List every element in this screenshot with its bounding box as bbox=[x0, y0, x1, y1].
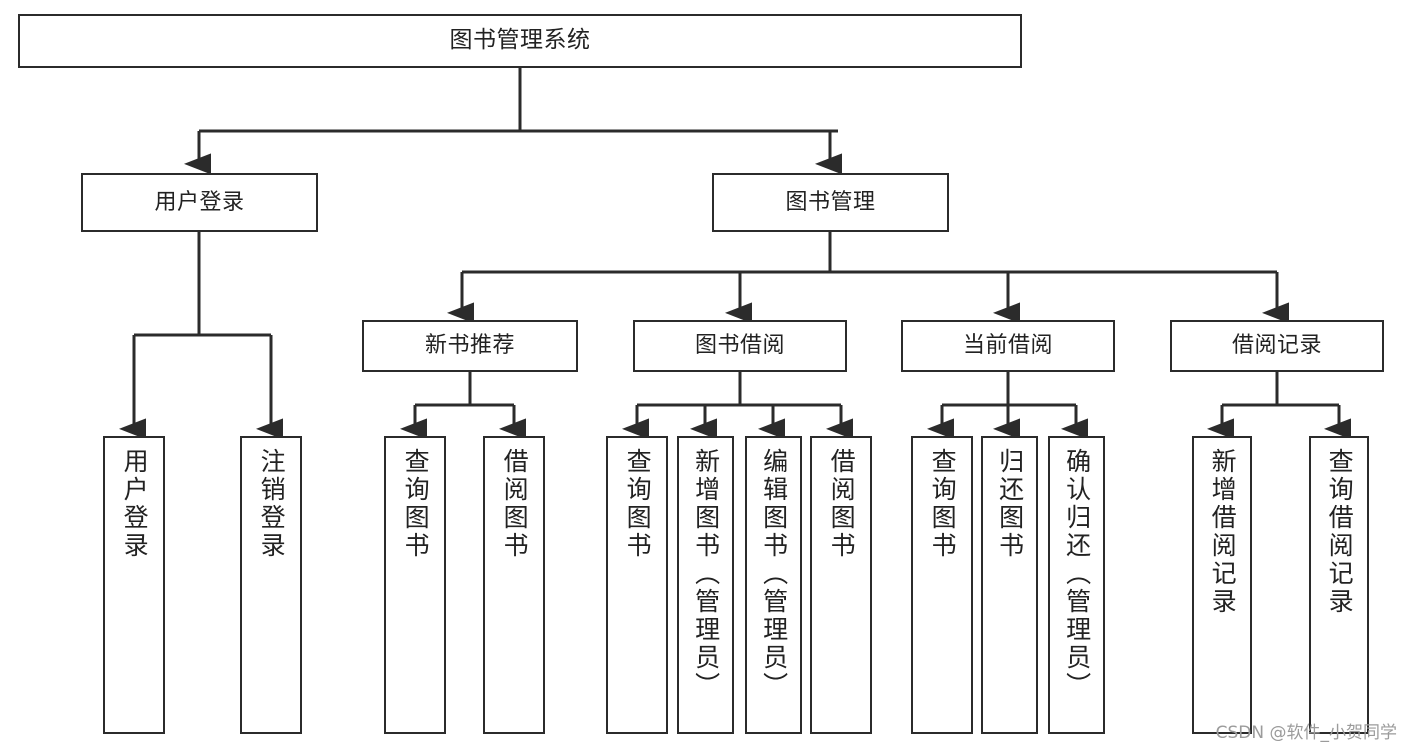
node-user-login[interactable]: 用户登录 bbox=[81, 173, 318, 232]
node-label: 查询图书 bbox=[401, 448, 431, 560]
node-label: 用户登录 bbox=[154, 189, 245, 215]
node-current-borrowing[interactable]: 当前借阅 bbox=[901, 320, 1115, 372]
node-label: 查询图书 bbox=[623, 448, 653, 560]
node-root-book-management-system[interactable]: 图书管理系统 bbox=[18, 14, 1022, 68]
node-label: 用户登录 bbox=[120, 448, 150, 560]
node-label: 当前借阅 bbox=[962, 333, 1053, 359]
node-label: 图书管理 bbox=[785, 189, 876, 215]
node-book-borrowing[interactable]: 图书借阅 bbox=[633, 320, 847, 372]
node-label: 查询借阅记录 bbox=[1325, 448, 1355, 616]
node-borrowing-record[interactable]: 借阅记录 bbox=[1170, 320, 1384, 372]
leaf-borrow-book-recommend[interactable]: 借阅图书 bbox=[483, 436, 545, 734]
node-label: 借阅图书 bbox=[827, 448, 857, 560]
node-label: 查询图书 bbox=[928, 448, 958, 560]
leaf-return-book[interactable]: 归还图书 bbox=[981, 436, 1038, 734]
leaf-add-book-admin[interactable]: 新增图书（管理员） bbox=[677, 436, 734, 734]
leaf-query-book-borrow[interactable]: 查询图书 bbox=[606, 436, 668, 734]
leaf-confirm-return-admin[interactable]: 确认归还（管理员） bbox=[1048, 436, 1105, 734]
leaf-query-book-recommend[interactable]: 查询图书 bbox=[384, 436, 446, 734]
csdn-watermark: CSDN @软件_小贺同学 bbox=[1215, 723, 1397, 743]
leaf-add-borrow-record[interactable]: 新增借阅记录 bbox=[1192, 436, 1252, 734]
node-label: 注销登录 bbox=[257, 448, 287, 560]
node-book-management[interactable]: 图书管理 bbox=[712, 173, 949, 232]
node-label: 编辑图书（管理员） bbox=[759, 448, 789, 700]
leaf-query-book-current[interactable]: 查询图书 bbox=[911, 436, 973, 734]
leaf-user-login[interactable]: 用户登录 bbox=[103, 436, 165, 734]
node-label: 新增借阅记录 bbox=[1208, 448, 1238, 616]
leaf-query-borrow-record[interactable]: 查询借阅记录 bbox=[1309, 436, 1369, 734]
node-label: 归还图书 bbox=[995, 448, 1025, 560]
leaf-edit-book-admin[interactable]: 编辑图书（管理员） bbox=[745, 436, 802, 734]
node-label: 确认归还（管理员） bbox=[1062, 448, 1092, 700]
leaf-logout[interactable]: 注销登录 bbox=[240, 436, 302, 734]
node-label: 图书管理系统 bbox=[449, 27, 591, 54]
node-new-book-recommendation[interactable]: 新书推荐 bbox=[362, 320, 578, 372]
leaf-borrow-book[interactable]: 借阅图书 bbox=[810, 436, 872, 734]
node-label: 图书借阅 bbox=[694, 333, 785, 359]
node-label: 借阅图书 bbox=[500, 448, 530, 560]
node-label: 新书推荐 bbox=[424, 333, 515, 359]
node-label: 借阅记录 bbox=[1231, 333, 1322, 359]
node-label: 新增图书（管理员） bbox=[691, 448, 721, 700]
